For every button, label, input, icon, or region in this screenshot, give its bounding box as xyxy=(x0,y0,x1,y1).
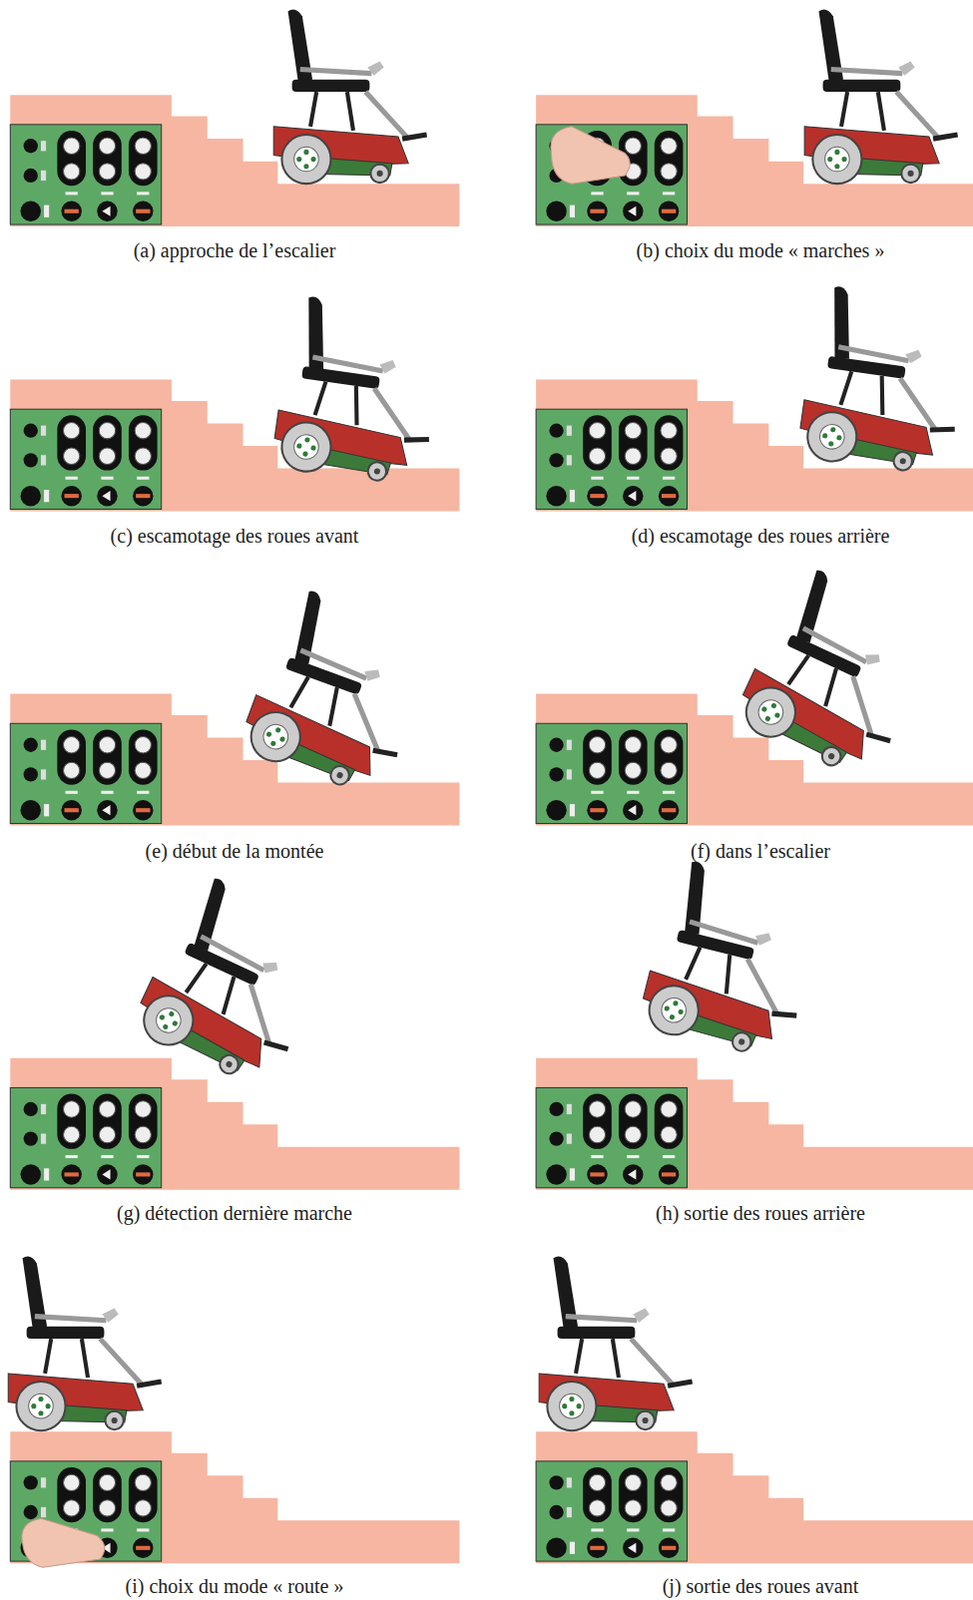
wheelchair xyxy=(236,584,441,802)
panel-caption: (b) choix du mode « marches » xyxy=(636,239,886,263)
stair-scene xyxy=(9,1058,460,1191)
panel-caption: (c) escamotage des roues avant xyxy=(110,524,360,548)
panel-caption: (j) sortie des roues avant xyxy=(662,1575,860,1599)
wheelchair xyxy=(273,9,427,185)
panel-caption: (g) détection dernière marche xyxy=(116,1202,353,1226)
panel-caption: (h) sortie des roues arrière xyxy=(655,1202,866,1226)
wheelchair xyxy=(796,284,973,479)
finger xyxy=(550,126,630,184)
panel-caption: (e) début de la montée xyxy=(145,840,325,864)
finger xyxy=(21,1518,105,1568)
wheelchair xyxy=(804,9,958,185)
stair-scene xyxy=(9,694,460,827)
wheelchair xyxy=(636,857,828,1064)
wheelchair xyxy=(7,1257,161,1433)
wheelchairs xyxy=(7,9,973,1433)
wheelchair xyxy=(128,871,342,1094)
stair-scene xyxy=(535,1058,973,1191)
wheelchair xyxy=(538,1257,692,1433)
stair-scene xyxy=(535,1432,973,1564)
wheelchair xyxy=(270,294,447,488)
panel-caption: (a) approche de l’escalier xyxy=(133,239,337,263)
wheelchair xyxy=(730,562,944,786)
stairs-panels xyxy=(9,94,973,1564)
panel-caption: (d) escamotage des roues arrière xyxy=(631,524,891,548)
panel-caption: (i) choix du mode « route » xyxy=(125,1575,345,1599)
panel-caption: (f) dans l’escalier xyxy=(690,840,831,864)
